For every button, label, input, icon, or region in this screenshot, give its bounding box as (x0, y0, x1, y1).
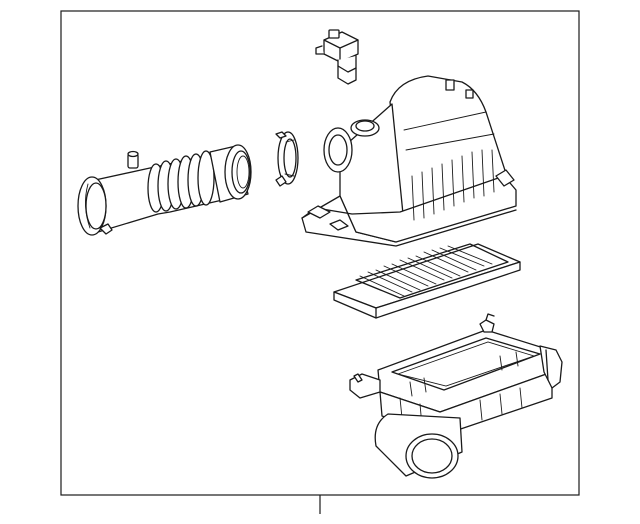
air-filter-element[interactable] (333, 243, 521, 319)
intake-hose[interactable] (77, 144, 252, 236)
air-cleaner-lower-case[interactable] (349, 313, 563, 479)
hose-clamp-ring[interactable] (275, 131, 299, 187)
mass-air-flow-sensor[interactable] (315, 29, 359, 85)
diagram-frame (60, 10, 580, 496)
air-cleaner-upper-cover[interactable] (301, 75, 517, 247)
